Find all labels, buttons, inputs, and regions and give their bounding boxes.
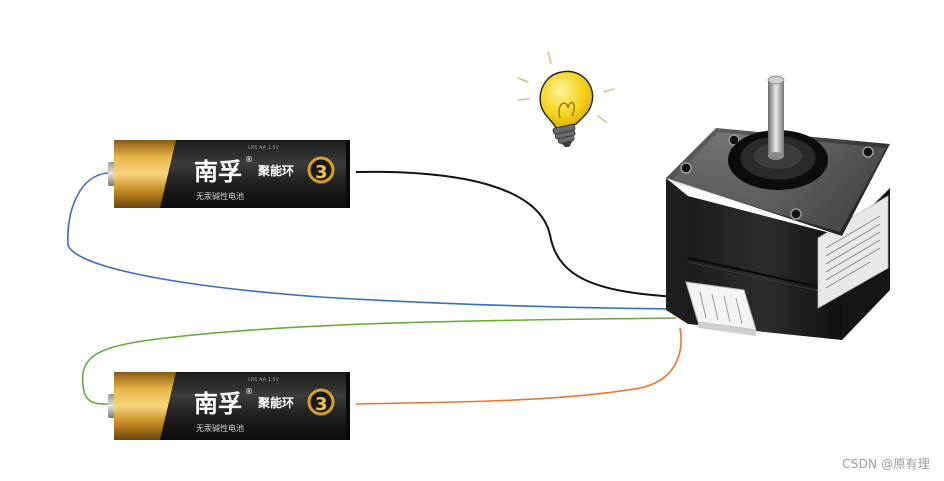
bulb-glass — [539, 70, 594, 129]
motor-screw-hole — [680, 162, 692, 174]
battery-2-black-body — [160, 372, 348, 440]
battery-1-top-text: LR6 AA 1.5V — [248, 145, 280, 151]
battery-2-subtitle: 无汞碱性电池 — [196, 423, 244, 433]
motor-front-side — [666, 178, 688, 324]
battery-2-series: 聚能环 — [257, 395, 294, 410]
motor-screw-hole — [862, 146, 874, 158]
battery-2: LR6 AA 1.5V 南孚 ® 聚能环 3 无汞碱性电池 — [108, 372, 350, 440]
bulb-rays — [517, 51, 615, 123]
black-wire — [355, 170, 677, 298]
battery-1-subtitle: 无汞碱性电池 — [196, 191, 244, 201]
battery-1-brand: 南孚 — [194, 158, 242, 186]
watermark-text: CSDN @原有理 — [842, 457, 930, 471]
green-wire — [81, 317, 677, 405]
battery-2-brand: 南孚 — [194, 390, 242, 418]
battery-2-ring-icon — [307, 388, 335, 416]
motor-shaft — [768, 80, 784, 156]
motor-label-plate — [817, 195, 889, 309]
blue-wire — [67, 172, 677, 310]
battery-2-top-text: LR6 AA 1.5V — [248, 377, 280, 383]
orange-wire — [355, 327, 682, 405]
battery-1-black-body — [160, 140, 348, 208]
battery-2-brand-mark: ® — [245, 387, 253, 396]
lightbulb-icon — [517, 51, 615, 148]
stepper-motor — [666, 75, 890, 340]
battery-2-series-number: 3 — [315, 394, 328, 415]
motor-screw-hole — [790, 208, 802, 220]
motor-screw-hole — [728, 134, 740, 146]
battery-1-series-number: 3 — [315, 162, 328, 183]
battery-1-ring-icon — [307, 156, 335, 184]
battery-1-brand-mark: ® — [245, 155, 253, 164]
battery-1-series: 聚能环 — [257, 163, 294, 178]
battery-1: LR6 AA 1.5V 南孚 ® 聚能环 3 无汞碱性电池 — [108, 140, 350, 208]
bulb-base — [552, 124, 576, 148]
